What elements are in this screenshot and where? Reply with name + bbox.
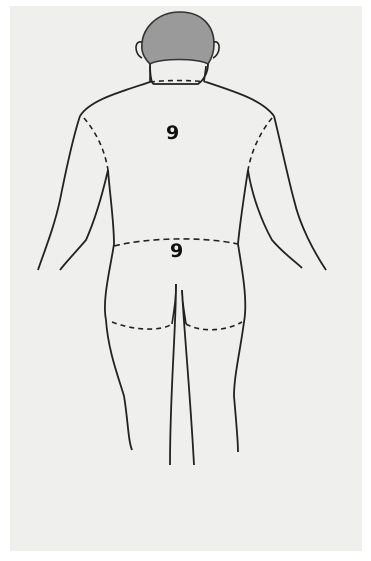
torso-left — [105, 170, 114, 320]
lower-back-region-label: 9 — [170, 242, 183, 261]
torso-right — [238, 170, 248, 322]
upper-region-right-boundary — [248, 118, 272, 170]
right-arm-inner — [248, 170, 302, 268]
neck-right — [204, 66, 206, 82]
left-shoulder — [80, 82, 150, 116]
upper-region-left-boundary — [84, 118, 108, 170]
left-leg-inner — [170, 284, 176, 465]
left-buttock-fold — [112, 322, 172, 329]
left-arm-inner — [60, 170, 108, 270]
left-leg-outer — [106, 320, 132, 450]
right-arm-outer — [274, 116, 326, 270]
left-arm-outer — [38, 116, 80, 270]
right-buttock-fold — [186, 322, 242, 330]
right-leg-inner — [182, 290, 194, 465]
upper-back-region-label: 9 — [166, 124, 179, 143]
right-leg-outer — [234, 322, 244, 452]
hair — [142, 12, 214, 64]
right-shoulder — [206, 82, 274, 116]
upper-region-top-boundary — [150, 81, 206, 83]
